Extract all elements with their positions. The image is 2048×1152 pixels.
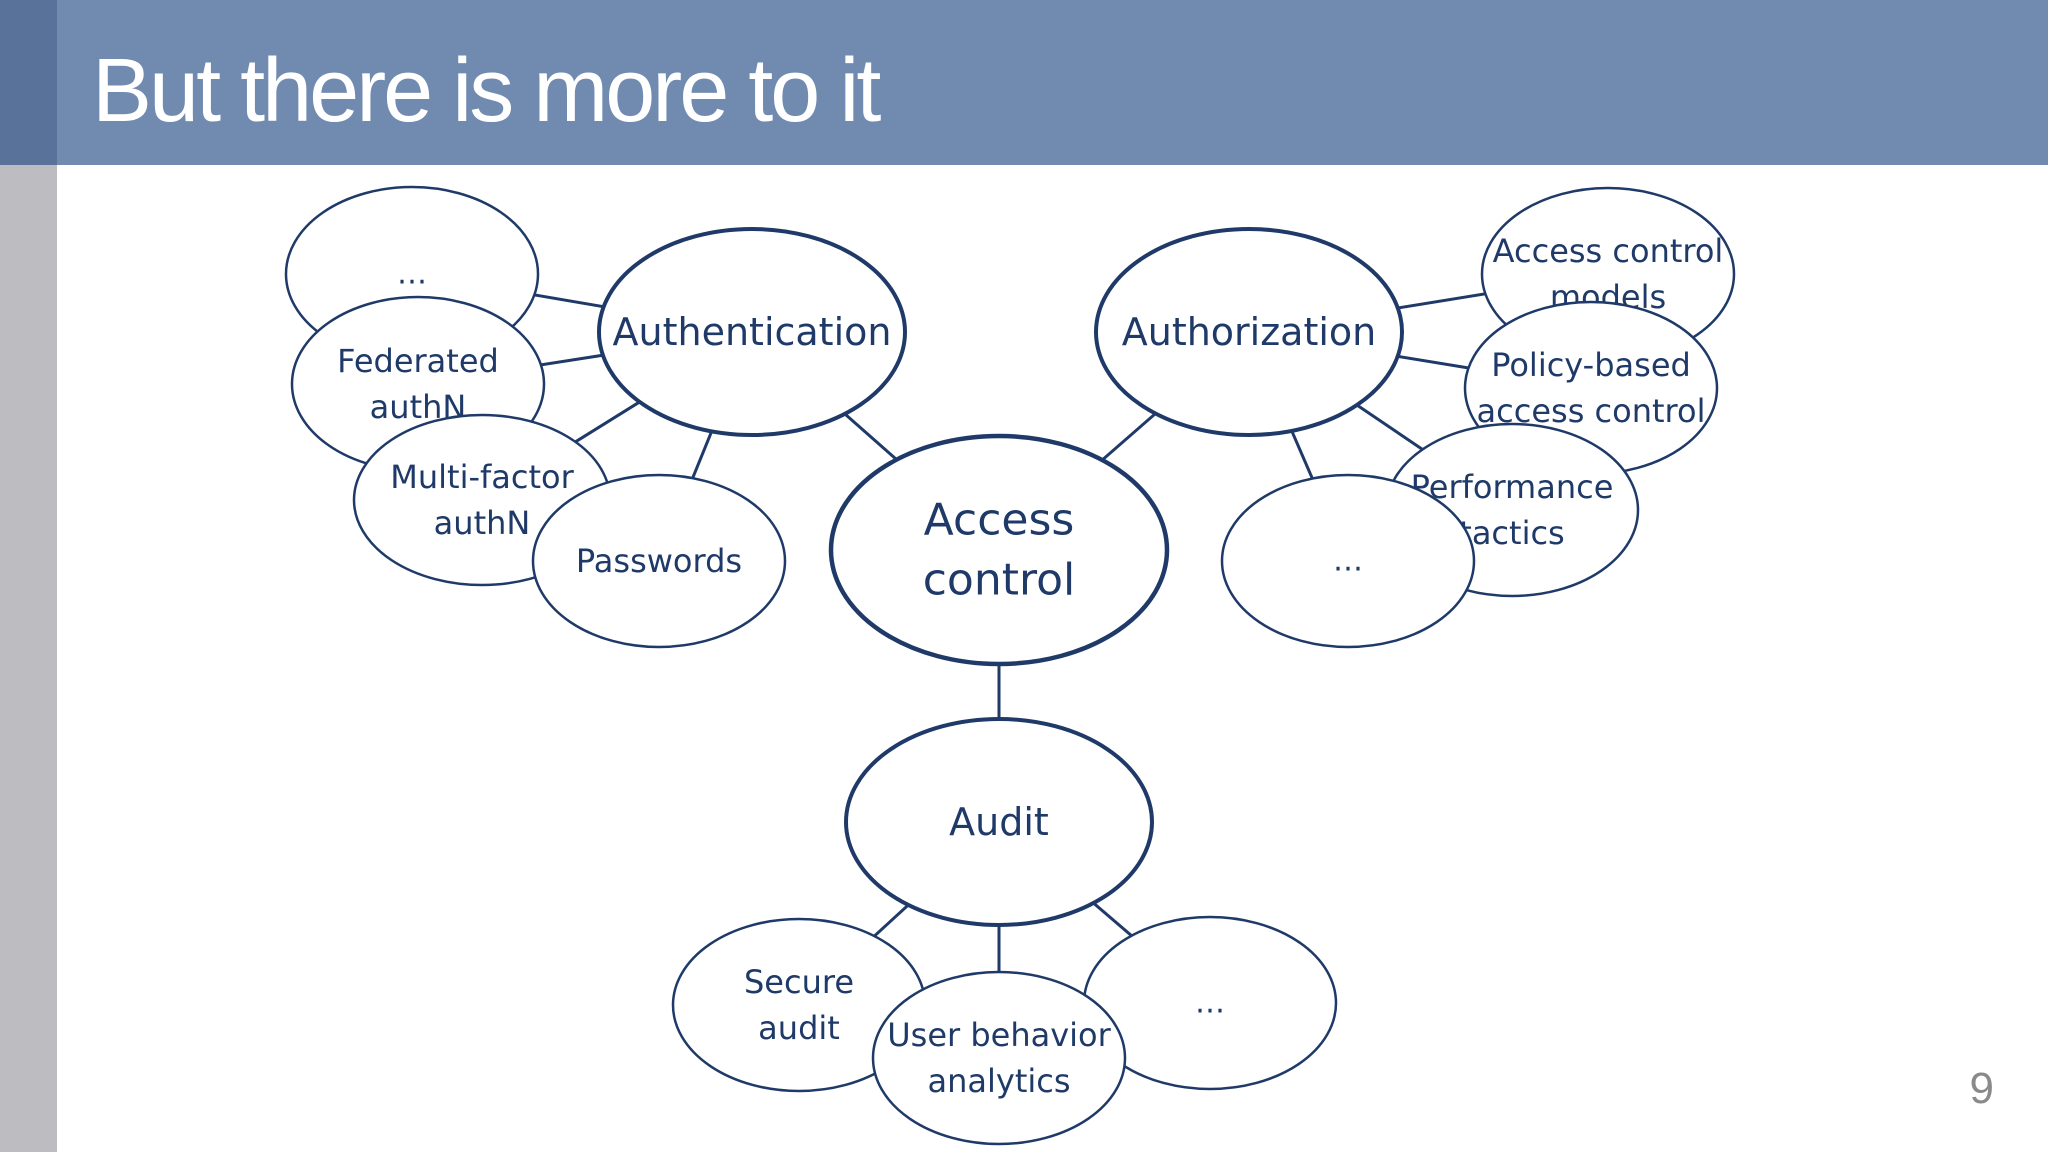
node-multi-factor-authn-label-line-2: authN xyxy=(434,504,531,542)
node-user-behavior-analytics-label-line-2: analytics xyxy=(927,1062,1070,1100)
node-access-control-label-line-1: Access xyxy=(924,495,1075,546)
node-performance-tactics-label-line-1: Performance xyxy=(1411,468,1614,506)
node-audit-label-line-1: Audit xyxy=(949,800,1049,844)
node-authz-more-ellipse xyxy=(1220,473,1476,649)
node-passwords-ellipse xyxy=(531,473,787,649)
node-user-behavior-analytics-ellipse xyxy=(871,970,1127,1146)
node-user-behavior-analytics-label-line-1: User behavior xyxy=(887,1016,1111,1054)
node-access-control-label-line-2: control xyxy=(923,555,1076,606)
page-number: 9 xyxy=(1969,1064,1994,1113)
node-federated-authn-label-line-1: Federated xyxy=(337,342,499,380)
node-secure-audit-label-line-2: audit xyxy=(758,1009,840,1047)
node-access-control-models-label-line-1: Access control xyxy=(1493,232,1724,270)
node-authorization-label-line-1: Authorization xyxy=(1122,310,1377,354)
slide-title: But there is more to it xyxy=(92,41,881,141)
node-authentication-ellipse xyxy=(597,227,907,437)
node-authentication: Authentication xyxy=(597,227,907,437)
node-multi-factor-authn-label-line-1: Multi-factor xyxy=(390,458,574,496)
node-access-control: Access control xyxy=(828,433,1170,667)
nodes-layer: …FederatedauthNMulti-factorauthNPassword… xyxy=(284,185,1736,1146)
left-accent-bar xyxy=(0,0,57,1152)
node-user-behavior-analytics: User behavior analytics xyxy=(871,970,1127,1146)
node-policy-based-access-control-label-line-1: Policy-based xyxy=(1491,346,1691,384)
node-access-control-ellipse xyxy=(828,433,1170,667)
node-authorization-ellipse xyxy=(1094,227,1404,437)
node-passwords: Passwords xyxy=(531,473,787,649)
node-audit: Audit xyxy=(844,717,1154,927)
node-audit-ellipse xyxy=(844,717,1154,927)
title-bar xyxy=(57,0,2048,165)
node-authorization: Authorization xyxy=(1094,227,1404,437)
left-accent-bar-top xyxy=(0,0,57,165)
node-authn-more-label-line-1: … xyxy=(397,257,427,292)
node-authz-more: … xyxy=(1220,473,1476,649)
node-audit-more-label-line-1: … xyxy=(1195,986,1225,1021)
node-authz-more-label-line-1: … xyxy=(1333,544,1363,579)
node-authentication-label-line-1: Authentication xyxy=(613,310,892,354)
node-passwords-label-line-1: Passwords xyxy=(576,542,742,580)
node-secure-audit-label-line-1: Secure xyxy=(744,963,854,1001)
node-performance-tactics-label-line-2: tactics xyxy=(1459,514,1564,552)
node-secure-audit: Secure audit xyxy=(671,917,927,1093)
